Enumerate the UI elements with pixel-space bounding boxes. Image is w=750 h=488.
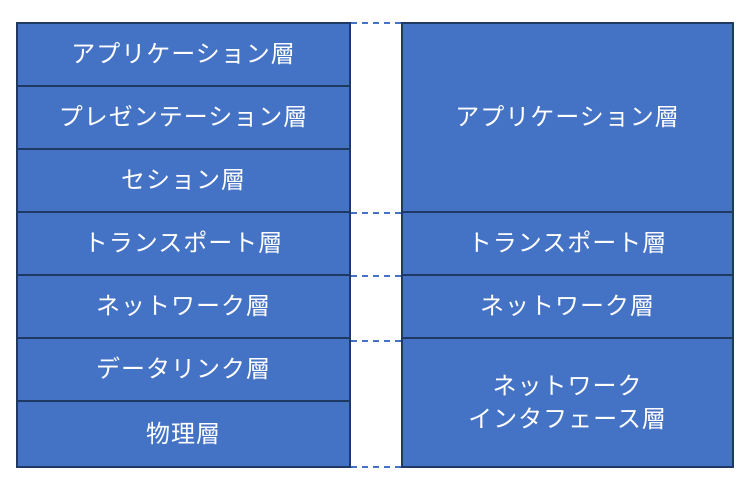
tcpip-transport-layer: トランスポート層 xyxy=(403,213,732,276)
tcpip-network-interface-layer: ネットワーク インタフェース層 xyxy=(468,372,667,433)
connector-dash-top xyxy=(351,22,401,24)
connector-dash-transport-network xyxy=(351,275,401,277)
connector-dash-bottom xyxy=(351,466,401,468)
tcpip-model-stack: アプリケーション層 トランスポート層 ネットワーク層 ネットワーク インタフェー… xyxy=(401,22,734,468)
osi-presentation-layer: プレゼンテーション層 xyxy=(18,87,349,150)
osi-data-link-layer: データリンク層 xyxy=(18,339,349,402)
osi-physical-layer: 物理層 xyxy=(146,419,221,448)
tcpip-application-layer: アプリケーション層 xyxy=(403,24,732,213)
osi-transport-layer: トランスポート層 xyxy=(18,213,349,276)
connector-dash-application-transport xyxy=(351,212,401,214)
osi-application-layer: アプリケーション層 xyxy=(18,24,349,87)
osi-model-stack: アプリケーション層 プレゼンテーション層 セション層 トランスポート層 ネットワ… xyxy=(16,22,351,468)
osi-network-layer: ネットワーク層 xyxy=(18,276,349,339)
connector-dash-network-link xyxy=(351,340,401,342)
osi-session-layer: セション層 xyxy=(18,150,349,213)
tcpip-network-layer: ネットワーク層 xyxy=(403,276,732,339)
